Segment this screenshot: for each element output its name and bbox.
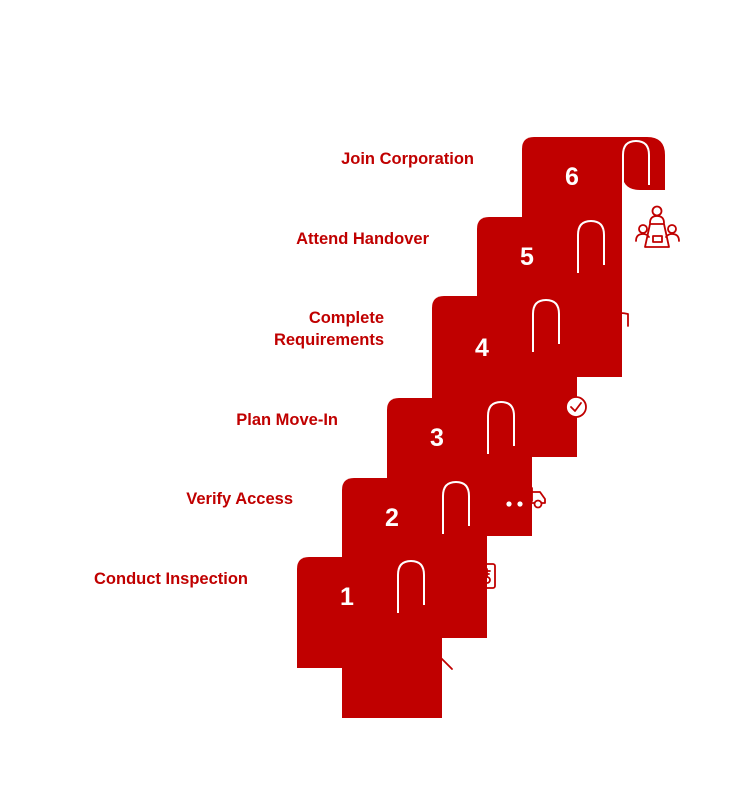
step-3-number: 3: [430, 424, 444, 452]
clipboard-check-icon: [544, 374, 587, 418]
step-5-label: Attend Handover: [296, 230, 429, 248]
step-1-shape: 1: [297, 557, 440, 668]
step-6-number: 6: [565, 163, 579, 191]
step-4-label-line-2: Requirements: [273, 331, 384, 349]
step-2-shape: 2: [341, 477, 486, 719]
step-6-label: Join Corporation: [341, 150, 474, 168]
step-4-number: 4: [475, 334, 489, 362]
step-2-number: 2: [385, 504, 399, 532]
step-4-label-line-1: Complete: [308, 309, 384, 327]
step-4-label: Complete Requirements: [274, 307, 384, 351]
step-3-label: Plan Move-In: [236, 411, 338, 429]
step-1-number: 1: [340, 583, 354, 611]
building-magnifier-icon: [407, 624, 453, 670]
moving-truck-house-icon: [499, 464, 546, 509]
step-1-label: Conduct Inspection: [94, 570, 248, 588]
step-6-shape: 6: [521, 136, 666, 378]
meeting-table-icon: [635, 205, 680, 248]
step-4-shape: 4: [431, 295, 576, 537]
step-2-label: Verify Access: [186, 490, 293, 508]
door-key-icon: [456, 546, 496, 589]
step-5-number: 5: [520, 243, 534, 271]
person-hand-signal-icon: [592, 285, 629, 327]
step-3-shape: 3: [386, 397, 531, 639]
step-5-shape: 5: [476, 216, 621, 458]
